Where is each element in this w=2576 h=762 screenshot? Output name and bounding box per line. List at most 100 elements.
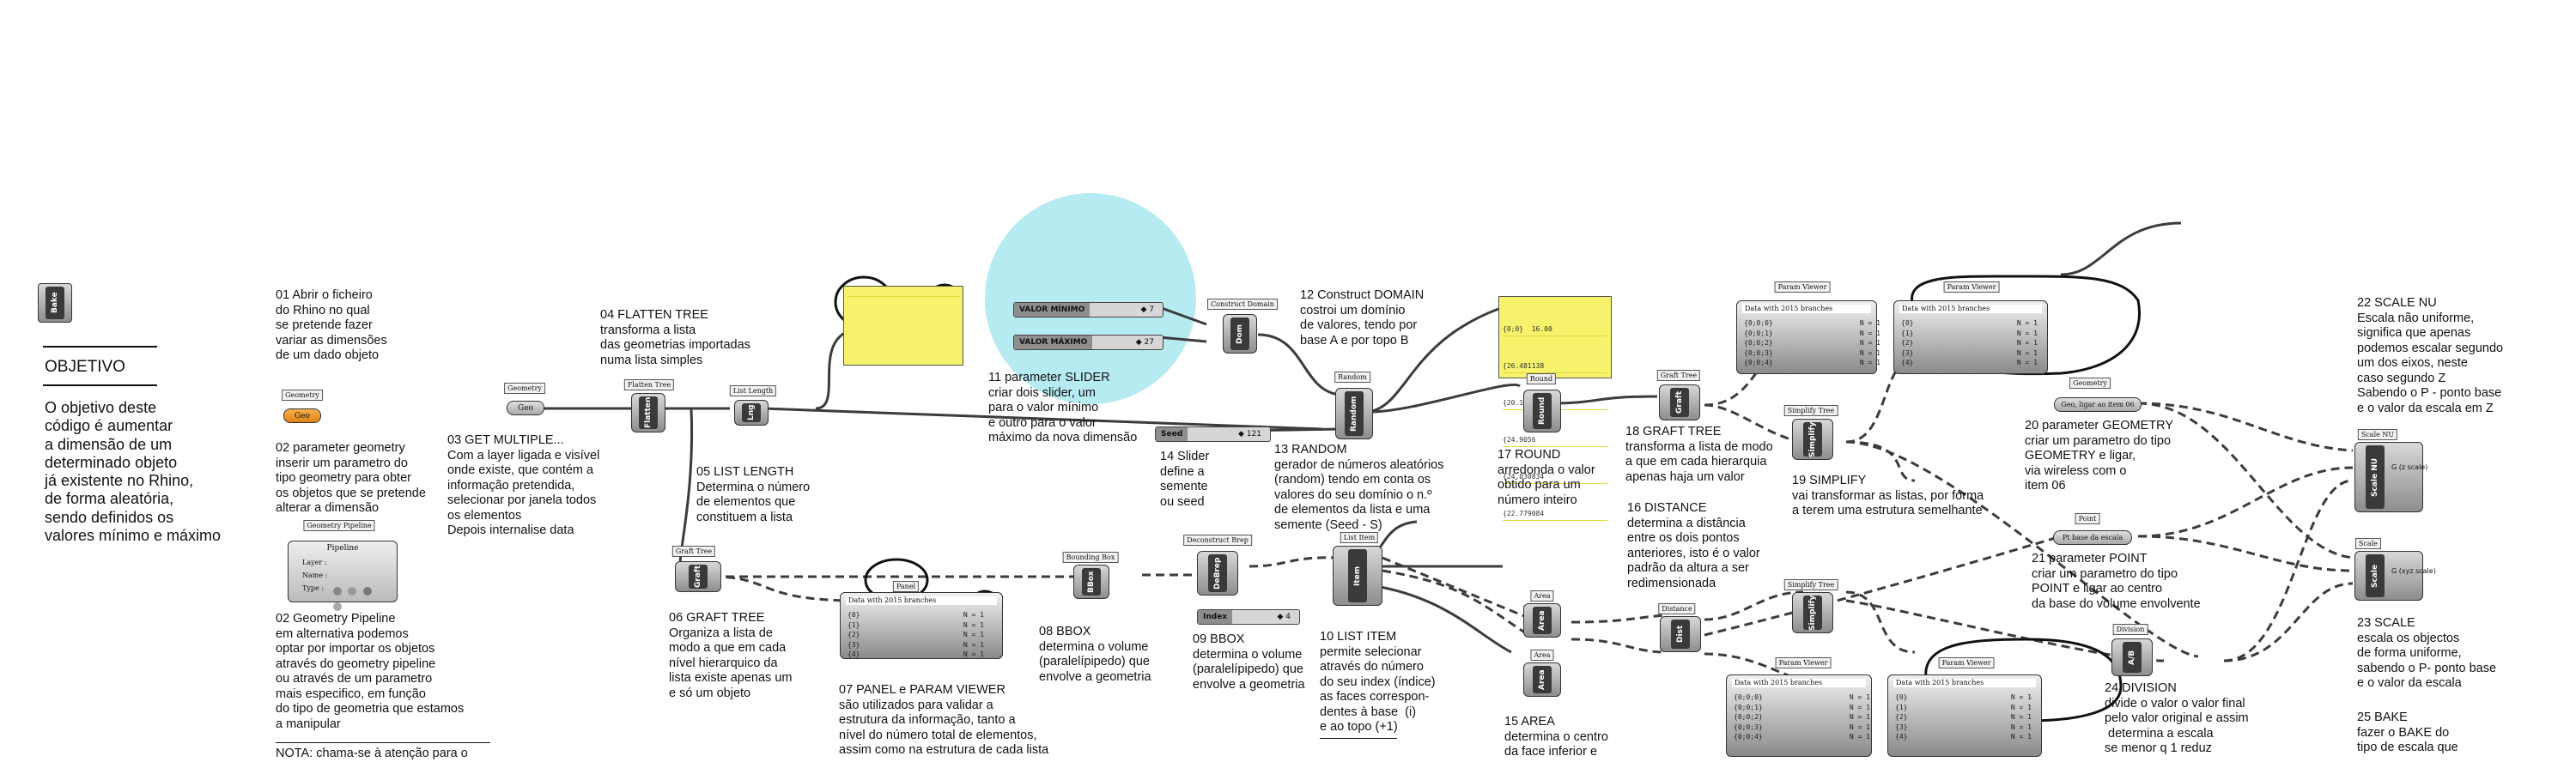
- round-label: Round: [1533, 393, 1552, 429]
- scale-nu-component[interactable]: Scale NU G (z scale): [2354, 442, 2427, 512]
- viewer-1-header: Data with 2015 branches: [846, 596, 997, 605]
- slider-seed[interactable]: Seed ◆ 121: [1155, 426, 1271, 442]
- tag-construct-domain: Construct Domain: [1207, 299, 1278, 310]
- pipeline-type-icons: [333, 584, 385, 611]
- viewer-3-rows: {0} N = 1 {1} N = 1 {2} N = 1 {3} N = 1 …: [1901, 319, 2038, 366]
- tag-division: Division: [2112, 624, 2148, 635]
- panel-yellow-1[interactable]: [843, 286, 963, 366]
- bbox-label: BBox: [1082, 568, 1101, 596]
- tag-param-viewer-2: Param Viewer: [1774, 281, 1831, 293]
- note-19: 19 SIMPLIFY vai transformar as listas, p…: [1792, 474, 1984, 517]
- tag-deconstruct-brep: Deconstruct Brep: [1183, 535, 1252, 546]
- slider-max-value: ◆ 27: [1135, 338, 1154, 347]
- note-02b: 02 Geometry Pipeline em alternativa pode…: [276, 612, 465, 731]
- geo-param-2[interactable]: Geo: [507, 401, 544, 415]
- divider-top: [43, 346, 157, 348]
- division-label: A/B: [2123, 642, 2142, 673]
- slider-seed-label: Seed: [1156, 427, 1188, 441]
- highlight-circle: [985, 193, 1196, 404]
- note-21: 21 parameter POINT criar um parametro do…: [2032, 552, 2201, 611]
- slider-max-label: VALOR MÁXIMO: [1014, 336, 1093, 349]
- note-07: 07 PANEL e PARAM VIEWER são utilizados p…: [839, 683, 1049, 757]
- note-23: 23 SCALE escala os objectos de forma uni…: [2357, 616, 2497, 690]
- bbox-component[interactable]: BBox: [1073, 565, 1109, 599]
- distance-label: Dist: [1671, 620, 1690, 649]
- area-label-2: Area: [1533, 666, 1552, 693]
- note-09: 09 BBOX determina o volume (paralelípipe…: [1193, 632, 1305, 692]
- note-08: 08 BBOX determina o volume (paralelípipe…: [1039, 625, 1151, 684]
- tag-geometry-1: Geometry: [282, 390, 323, 401]
- slider-max[interactable]: VALOR MÁXIMO ◆ 27: [1013, 335, 1163, 350]
- tag-round: Round: [1526, 373, 1557, 384]
- panel-yellow-2[interactable]: {0;0} 16.00 {26.481138 {20.106404 {24.90…: [1498, 296, 1612, 521]
- point-param[interactable]: Pt base da escala: [2053, 530, 2132, 545]
- note-13: 13 RANDOM gerador de números aleatórios …: [1274, 443, 1444, 532]
- note-17: 17 ROUND arredonda o valor obtido para u…: [1498, 448, 1595, 507]
- note-02c-rule: [276, 742, 490, 743]
- param-viewer-1[interactable]: Data with 2015 branches {0} N = 1 {1} N …: [840, 592, 1003, 659]
- panel-2-row: {26.481138: [1503, 360, 1607, 373]
- slider-min-value: ◆ 7: [1140, 305, 1154, 314]
- round-component[interactable]: Round: [1523, 390, 1561, 432]
- scale-nu-output-label: G (z scale): [2391, 463, 2428, 471]
- list-item-component[interactable]: Item: [1333, 546, 1382, 606]
- division-component[interactable]: A/B: [2111, 638, 2153, 676]
- bake-component[interactable]: Bake: [38, 283, 72, 323]
- note-16: 16 DISTANCE determina a distância entre …: [1627, 501, 1760, 590]
- graft-tree-component-2[interactable]: Graft: [1659, 384, 1700, 420]
- pipeline-component[interactable]: Pipeline Layer : Name : Type :: [288, 541, 398, 611]
- simplify-label-1: Simplify: [1803, 422, 1822, 457]
- tag-area-2: Area: [1530, 650, 1554, 661]
- tag-pipeline: Geometry Pipeline: [303, 520, 375, 531]
- panel-2-row: {24.030834: [1503, 471, 1607, 484]
- note-12: 12 Construct DOMAIN costroi um domínio d…: [1300, 288, 1425, 348]
- note-25: 25 BAKE fazer o BAKE do tipo de escala q…: [2357, 711, 2458, 754]
- slider-index-value: ◆ 4: [1277, 613, 1291, 621]
- note-18: 18 GRAFT TREE transforma a lista de modo…: [1625, 425, 1773, 484]
- geo-param-3[interactable]: Geo, ligar ao item 06: [2054, 397, 2142, 412]
- panel-1-header: [847, 289, 960, 297]
- flatten-component[interactable]: Flatten: [631, 393, 665, 432]
- geo-param-orange[interactable]: Geo: [283, 408, 321, 423]
- tag-area-1: Area: [1530, 590, 1554, 602]
- viewer-5-rows: {0} N = 1 {1} N = 1 {2} N = 1 {3} N = 1 …: [1895, 693, 2032, 741]
- scale-component[interactable]: Scale G (xyz scale): [2354, 551, 2436, 601]
- note-22: 22 SCALE NU Escala não uniforme, signifi…: [2357, 296, 2504, 415]
- random-component[interactable]: Random: [1335, 388, 1373, 439]
- param-viewer-4[interactable]: Data with 2015 branches {0;0;0} N = 1 {0…: [1726, 674, 1872, 757]
- pipeline-name: Name :: [302, 572, 328, 579]
- note-06: 06 GRAFT TREE Organiza a lista de modo a…: [669, 611, 793, 700]
- slider-index[interactable]: Index ◆ 4: [1197, 609, 1300, 625]
- viewer-4-header: Data with 2015 branches: [1732, 679, 1866, 687]
- note-04: 04 FLATTEN TREE transforma a lista das g…: [600, 308, 750, 367]
- note-01: 01 Abrir o ficheiro do Rhino no qual se …: [276, 288, 387, 362]
- objective-title: OBJETIVO: [45, 358, 125, 376]
- param-viewer-5[interactable]: Data with 2015 branches {0} N = 1 {1} N …: [1887, 674, 2042, 757]
- scale-label: Scale: [2366, 554, 2385, 597]
- tag-scale-nu: Scale NU: [2357, 429, 2398, 440]
- distance-component[interactable]: Dist: [1660, 616, 1701, 652]
- tag-point: Point: [2075, 513, 2100, 524]
- param-viewer-2[interactable]: Data with 2015 branches {0;0;0} N = 1 {0…: [1736, 300, 1880, 374]
- list-length-component[interactable]: Lng: [734, 400, 769, 426]
- area-component-2[interactable]: Area: [1523, 662, 1561, 697]
- tag-graft-1: Graft Tree: [671, 546, 716, 557]
- simplify-component-2[interactable]: Simplify: [1792, 592, 1833, 633]
- tag-simplify-2: Simplify Tree: [1783, 579, 1838, 590]
- construct-domain-component[interactable]: Dom: [1223, 314, 1257, 354]
- viewer-1-rows: {0} N = 1 {1} N = 1 {2} N = 1 {3} N = 1 …: [848, 611, 984, 658]
- tag-param-viewer-5: Param Viewer: [1938, 657, 1995, 668]
- slider-index-label: Index: [1198, 610, 1233, 624]
- panel-2-row: {22.779084: [1503, 508, 1607, 521]
- slider-min[interactable]: VALOR MÍNIMO ◆ 7: [1013, 302, 1163, 318]
- graft-label-2: Graft: [1670, 388, 1689, 417]
- deconstruct-brep-component[interactable]: DeBrep: [1197, 551, 1238, 596]
- area-component-1[interactable]: Area: [1523, 603, 1561, 638]
- param-viewer-3[interactable]: Data with 2015 branches {0} N = 1 {1} N …: [1893, 300, 2048, 374]
- tag-panel-1: Panel: [892, 581, 920, 592]
- simplify-component-1[interactable]: Simplify: [1792, 419, 1833, 460]
- graft-tree-component-1[interactable]: Graft: [675, 561, 721, 592]
- note-05: 05 LIST LENGTH Determina o número de ele…: [696, 465, 811, 524]
- panel-2-row: {0;0} 16.00: [1503, 324, 1607, 336]
- list-item-label: Item: [1348, 549, 1367, 602]
